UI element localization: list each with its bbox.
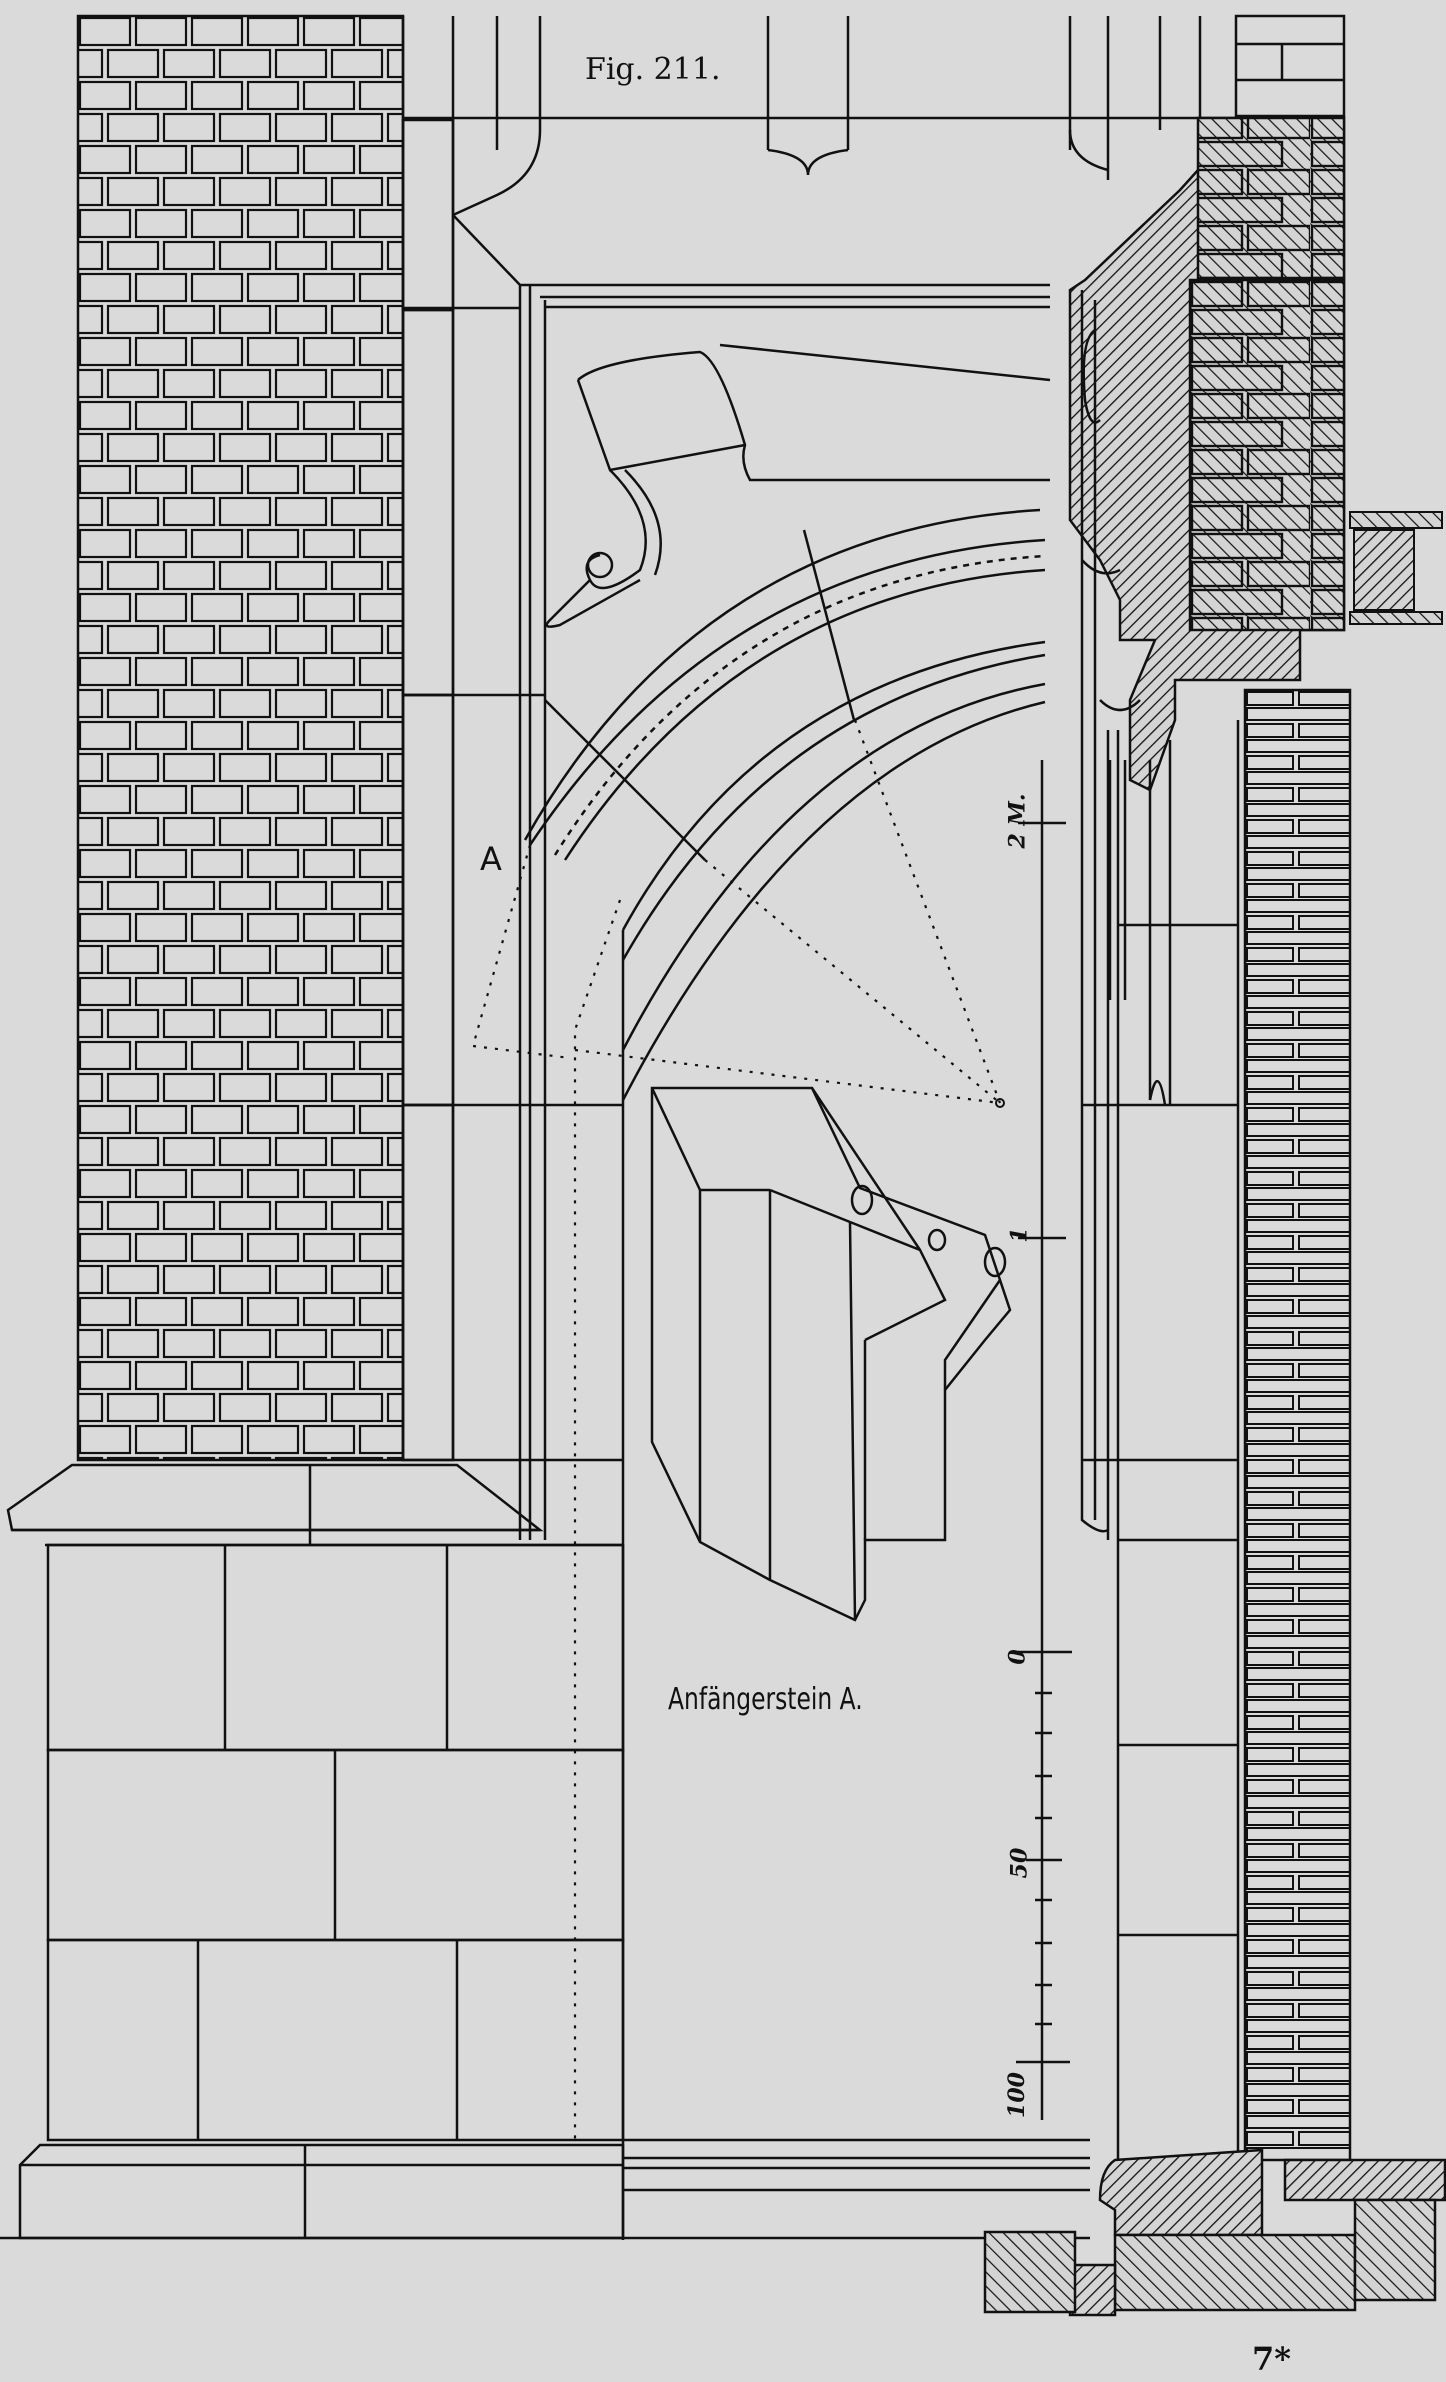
springer-mark-label: A xyxy=(480,840,502,878)
construction-lines xyxy=(471,719,1002,2140)
corbel-scroll xyxy=(545,343,1051,628)
page-marker: 7* xyxy=(1252,2340,1291,2378)
scale-label-50: 50 xyxy=(1006,1847,1033,1879)
scale-label-0: 0 xyxy=(1004,1649,1031,1665)
springer-caption: Anfängerstein A. xyxy=(668,1682,863,1717)
arch-centre-point xyxy=(995,1098,1005,1108)
scale-label-100: 100 xyxy=(1003,2072,1030,2118)
scale-bar xyxy=(1016,760,1072,2120)
springer-stone-drawing xyxy=(650,1086,1012,1622)
door-arch xyxy=(523,508,1046,1101)
scale-label-2m: 2 M. xyxy=(1004,793,1031,849)
left-brick-wall xyxy=(76,14,405,1462)
foundation-section xyxy=(983,2148,1446,2317)
scale-label-1: 1 xyxy=(1006,1227,1033,1243)
stone-plinth-and-base xyxy=(0,1463,1090,2240)
right-wall-section xyxy=(1068,116,1443,2200)
upper-right-brickwork xyxy=(1234,14,1346,118)
figure-title: Fig. 211. xyxy=(585,52,721,87)
